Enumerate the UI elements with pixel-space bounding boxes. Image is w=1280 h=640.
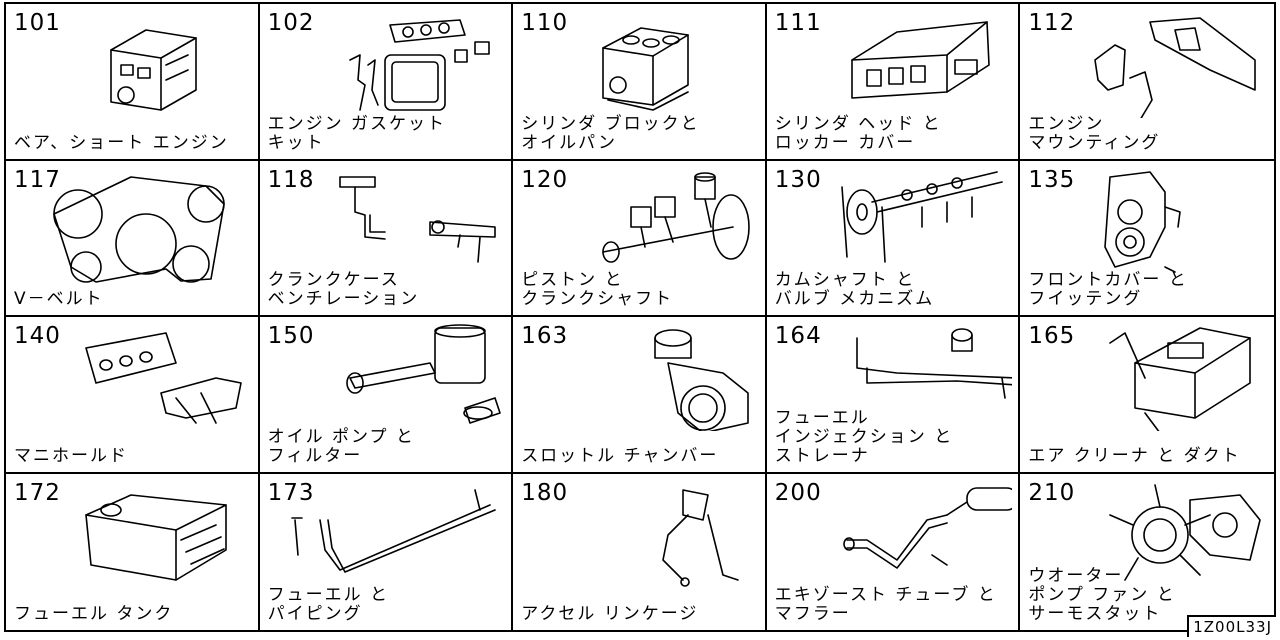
manifold-illustration	[76, 323, 251, 431]
part-label: カムシャフト と バルブ メカニズム	[774, 270, 935, 309]
part-200-cell[interactable]: 200 エキゾースト チューブ と マフラー	[767, 473, 1021, 630]
part-110-cell[interactable]: 110 シリンダ ブロックと オイルパン	[513, 4, 767, 161]
parts-catalog-grid: 101 ベア、ショート エンジン 102 エンジン ガスケット キット 110 …	[4, 2, 1276, 632]
fuel-tank-illustration	[76, 480, 251, 588]
part-code: 112	[1028, 10, 1076, 36]
part-code: 117	[14, 166, 61, 193]
accelerator-linkage-illustration	[583, 480, 758, 588]
part-173-cell[interactable]: 173 フューエル と パイピング	[260, 473, 514, 630]
exhaust-muffler-illustration	[837, 480, 1018, 588]
part-label: マニホールド	[14, 445, 128, 466]
part-180-cell[interactable]: 180 アクセル リンケージ	[513, 473, 767, 630]
front-cover-illustration	[1090, 167, 1265, 275]
throttle-chamber-illustration	[583, 323, 758, 434]
part-135-cell[interactable]: 135 フロントカバー と フイッテング	[1020, 161, 1274, 317]
part-140-cell[interactable]: 140 マニホールド	[6, 317, 260, 474]
part-102-cell[interactable]: 102 エンジン ガスケット キット	[259, 4, 514, 161]
cylinder-head-illustration	[837, 10, 1012, 118]
part-label: シリンダ ブロックと オイルパン	[521, 113, 700, 153]
part-210-cell[interactable]: 210 ウオーター ポンプ ファン と サーモスタット	[1020, 474, 1274, 631]
cylinder-block-illustration	[583, 10, 758, 118]
part-172-cell[interactable]: 172 フューエル タンク	[6, 473, 260, 630]
part-code: 180	[521, 479, 569, 506]
part-111-cell[interactable]: 111 シリンダ ヘッド と ロッカー カバー	[766, 4, 1021, 161]
part-code: 110	[521, 10, 569, 36]
part-code: 164	[774, 323, 822, 349]
part-120-cell[interactable]: 120 ピストン と クランクシャフト	[513, 160, 767, 317]
fuel-injection-illustration	[837, 323, 1018, 431]
part-label: フロントカバー と フイッテング	[1028, 270, 1188, 309]
part-label: クランクケース ベンチレーション	[267, 270, 420, 309]
part-label: シリンダ ヘッド と ロッカー カバー	[774, 113, 942, 153]
part-code: 210	[1028, 479, 1076, 506]
part-code: 200	[774, 479, 822, 506]
piston-crankshaft-illustration	[583, 167, 758, 275]
part-code: 163	[521, 323, 569, 349]
part-label: ベア、ショート エンジン	[14, 132, 229, 153]
part-label: エンジン ガスケット キット	[267, 113, 446, 153]
part-label: フューエル タンク	[14, 604, 174, 624]
part-label: V－ベルト	[14, 289, 104, 309]
part-code: 111	[774, 10, 822, 36]
part-label: エンジン マウンティング	[1028, 113, 1161, 153]
water-pump-fan-illustration	[1090, 480, 1265, 588]
air-cleaner-illustration	[1090, 323, 1265, 434]
part-130-cell[interactable]: 130 カムシャフト と バルブ メカニズム	[766, 160, 1021, 317]
part-label: エア クリーナ と ダクト	[1028, 445, 1241, 466]
part-label: アクセル リンケージ	[521, 604, 699, 624]
part-code: 101	[14, 10, 61, 36]
part-117-cell[interactable]: 117 V－ベルト	[6, 160, 260, 317]
part-118-cell[interactable]: 118 クランクケース ベンチレーション	[259, 160, 514, 317]
part-label: ピストン と クランクシャフト	[521, 270, 674, 309]
part-101-cell[interactable]: 101 ベア、ショート エンジン	[6, 4, 260, 161]
part-label: フューエル と パイピング	[267, 585, 389, 624]
part-164-cell[interactable]: 164 フューエル インジェクション と ストレーナ	[766, 317, 1021, 474]
camshaft-valve-illustration	[837, 167, 1012, 275]
part-150-cell[interactable]: 150 オイル ポンプ と フィルター	[259, 317, 514, 474]
part-code: 172	[14, 479, 61, 506]
part-code: 135	[1028, 166, 1076, 193]
crankcase-ventilation-illustration	[330, 167, 505, 275]
oil-pump-filter-illustration	[330, 323, 505, 431]
part-163-cell[interactable]: 163 スロットル チャンバー	[513, 317, 767, 474]
part-112-cell[interactable]: 112 エンジン マウンティング	[1020, 4, 1274, 161]
part-165-cell[interactable]: 165 エア クリーナ と ダクト	[1020, 317, 1274, 474]
part-code: 118	[267, 166, 315, 193]
part-code: 102	[267, 10, 315, 36]
part-label: ウオーター ポンプ ファン と サーモスタット	[1028, 566, 1176, 624]
part-label: オイル ポンプ と フィルター	[267, 426, 415, 466]
reference-code: 1Z00L33J	[1187, 615, 1276, 637]
v-belt-illustration	[36, 169, 236, 289]
part-code: 150	[267, 323, 315, 349]
part-label: スロットル チャンバー	[521, 445, 719, 466]
part-code: 140	[14, 323, 61, 349]
engine-mounting-illustration	[1090, 10, 1265, 121]
part-label: エキゾースト チューブ と マフラー	[774, 585, 997, 624]
part-code: 120	[521, 166, 569, 193]
gasket-kit-illustration	[330, 10, 505, 118]
short-engine-illustration	[76, 10, 251, 118]
fuel-piping-illustration	[280, 480, 500, 588]
part-code: 165	[1028, 323, 1076, 349]
part-code: 173	[267, 479, 315, 506]
part-label: フューエル インジェクション と ストレーナ	[774, 407, 954, 466]
part-code: 130	[774, 166, 822, 193]
